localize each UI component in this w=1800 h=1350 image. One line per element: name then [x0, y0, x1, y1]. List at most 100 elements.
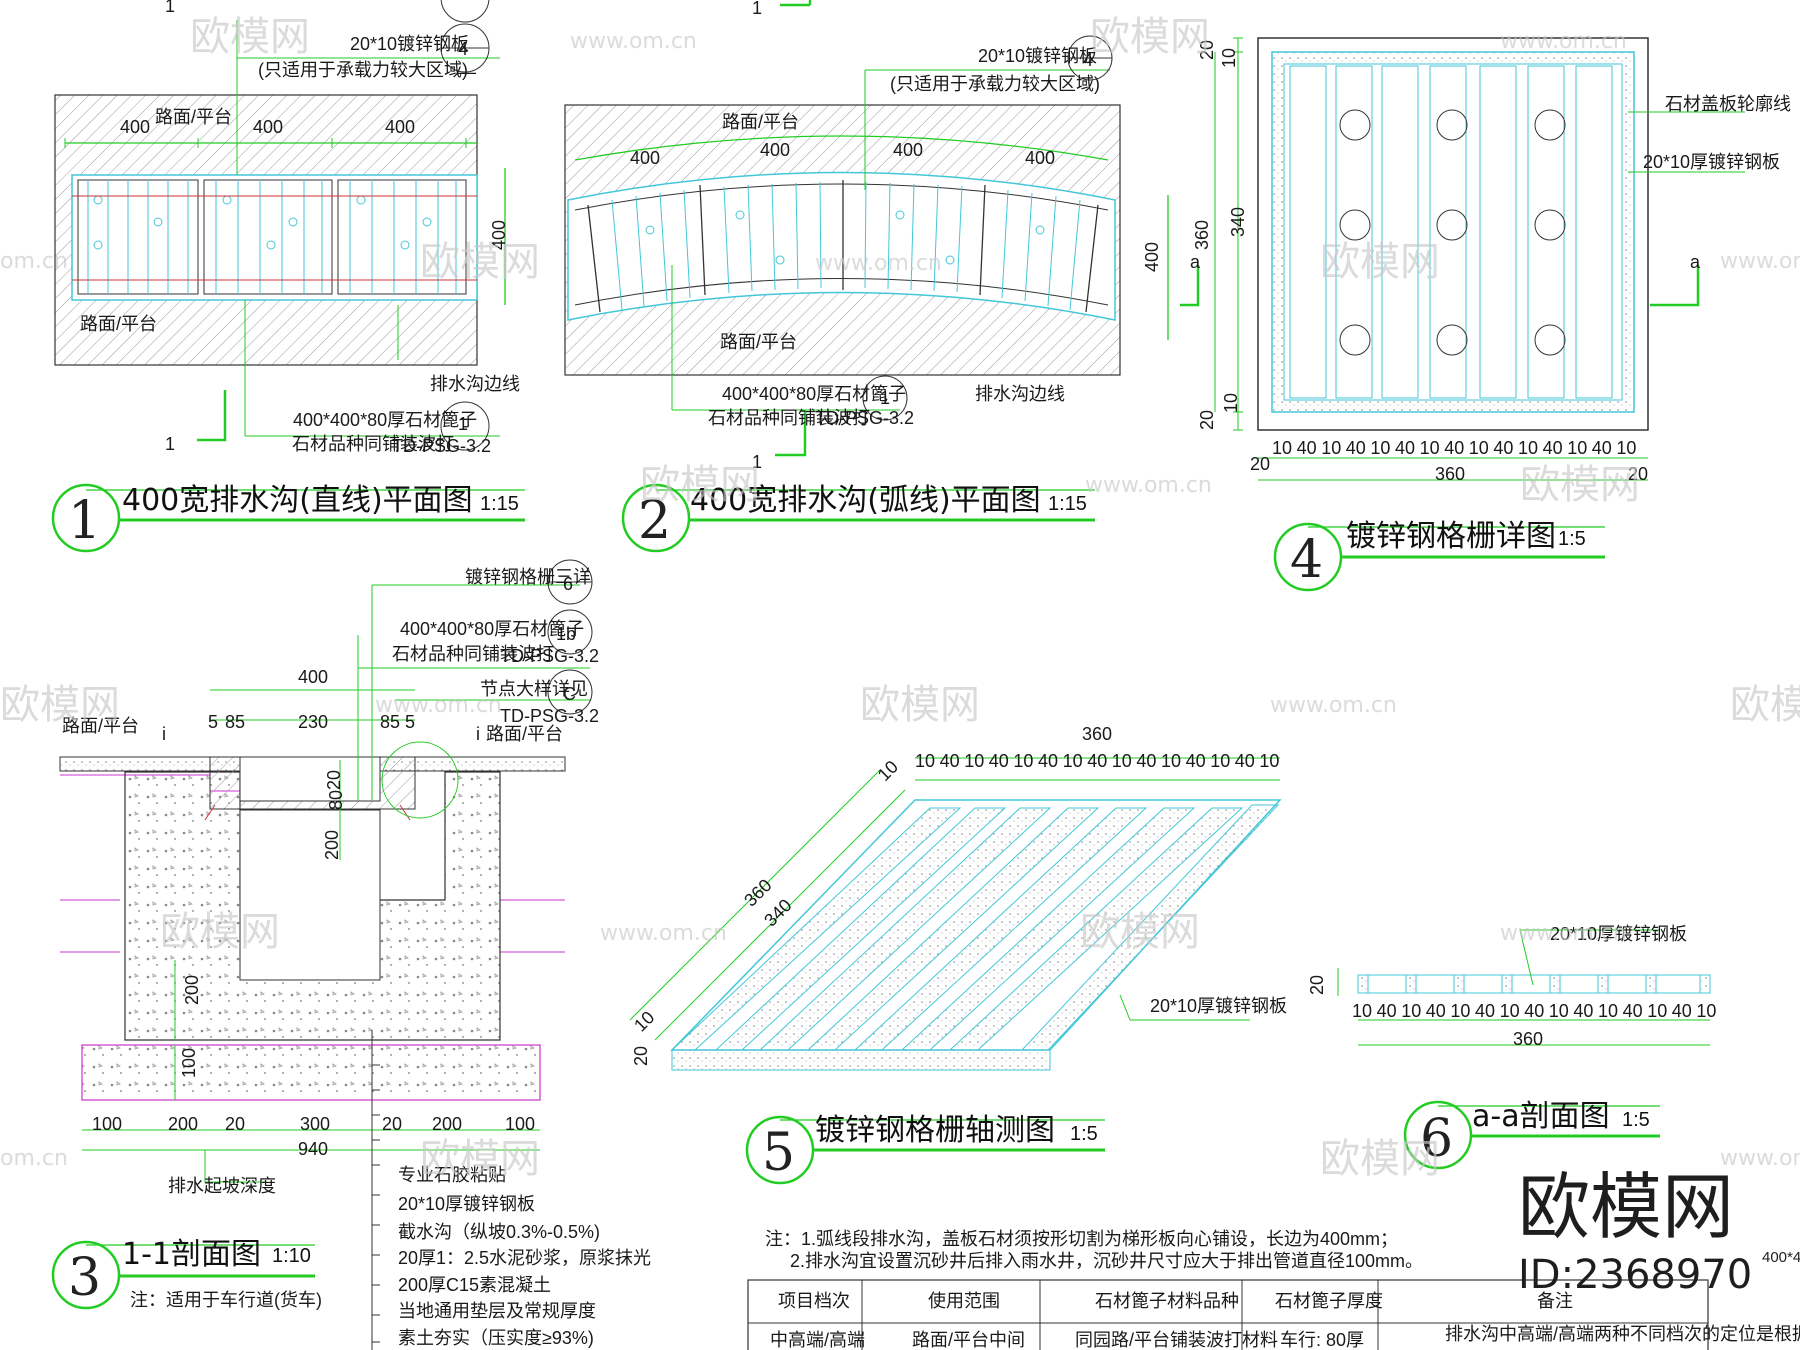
svg-text:20厚1：2.5水泥砂浆，原浆抹光: 20厚1：2.5水泥砂浆，原浆抹光	[398, 1248, 651, 1268]
svg-text:—: —	[458, 62, 476, 82]
svg-text:欧模网: 欧模网	[1518, 1165, 1734, 1249]
svg-text:www.om.cn: www.om.cn	[1720, 1146, 1800, 1171]
detail4-dim-3: 40	[1346, 438, 1366, 458]
detail4-dim-0: 10	[1272, 438, 1292, 458]
svg-text:2: 2	[638, 491, 671, 551]
svg-text:85: 85	[225, 712, 245, 732]
axon5-dim-6: 10	[1063, 751, 1083, 771]
axon5-dim-7: 40	[1087, 751, 1107, 771]
svg-text:20: 20	[1197, 40, 1217, 60]
svg-text:4: 4	[1083, 50, 1093, 70]
svg-text:当地通用垫层及常规厚度: 当地通用垫层及常规厚度	[398, 1301, 596, 1321]
watermarks: 欧模网 www.om.cn 欧模网 www.om.cn om.cn 欧模网 ww…	[0, 14, 1800, 1182]
svg-text:www.om.cn: www.om.cn	[375, 693, 502, 718]
svg-text:路面/平台: 路面/平台	[80, 314, 157, 334]
svg-text:360: 360	[1082, 724, 1112, 744]
svg-text:20*10厚镀锌钢板: 20*10厚镀锌钢板	[1550, 924, 1687, 944]
svg-text:欧模网: 欧模网	[1080, 909, 1200, 955]
svg-text:备注: 备注	[1537, 1291, 1573, 1311]
svg-text:10: 10	[1221, 393, 1241, 413]
svg-text:www.om.cn: www.om.cn	[1500, 29, 1627, 54]
svg-text:20*10厚镀锌钢板: 20*10厚镀锌钢板	[1643, 152, 1780, 172]
svg-text:石材篦子材料品种: 石材篦子材料品种	[1095, 1291, 1239, 1311]
svg-text:6: 6	[1420, 1109, 1453, 1169]
svg-text:排水起坡深度: 排水起坡深度	[168, 1176, 276, 1196]
sect6-dim-5: 40	[1475, 1001, 1495, 1021]
detail4-dim-4: 10	[1370, 438, 1390, 458]
svg-text:路面/平台: 路面/平台	[62, 716, 139, 736]
svg-text:C: C	[563, 684, 576, 704]
detail4-texts: 石材盖板轮廓线 20*10厚镀锌钢板 20 360 20 360 340 20 …	[1190, 40, 1791, 484]
svg-text:专业石胶粘贴: 专业石胶粘贴	[398, 1165, 506, 1185]
axon5-dim-8: 10	[1112, 751, 1132, 771]
detail4-dim-10: 10	[1518, 438, 1538, 458]
svg-text:360: 360	[1192, 220, 1212, 250]
svg-text:1:5: 1:5	[1558, 528, 1586, 550]
plan1-texts: 20*10镀锌钢板 (只适用于承载力较大区域) 400 400 400 路面/平…	[80, 0, 520, 456]
svg-text:项目档次: 项目档次	[778, 1291, 850, 1311]
axon5-dim-9: 40	[1136, 751, 1156, 771]
plan1-covers	[72, 179, 477, 295]
svg-text:TD-PSG-3.2: TD-PSG-3.2	[500, 646, 599, 666]
svg-text:20: 20	[1197, 410, 1217, 430]
svg-text:1:15: 1:15	[480, 493, 519, 515]
svg-text:1: 1	[752, 452, 762, 472]
svg-text:www.om.cn: www.om.cn	[1500, 921, 1627, 946]
plan2-drawing	[564, 0, 1169, 457]
svg-text:400*4: 400*4	[1762, 1249, 1800, 1266]
svg-text:3: 3	[68, 1248, 101, 1308]
svg-text:排水沟边线: 排水沟边线	[975, 384, 1065, 404]
svg-text:路面/平台: 路面/平台	[486, 724, 563, 744]
svg-text:20: 20	[1307, 975, 1327, 995]
svg-text:1: 1	[165, 0, 175, 16]
svg-text:200: 200	[322, 830, 342, 860]
svg-text:20: 20	[1250, 454, 1270, 474]
svg-text:4: 4	[1290, 530, 1323, 590]
axon5-dim-0: 10	[915, 751, 935, 771]
sect6-dim-6: 10	[1500, 1001, 1520, 1021]
axon5-dim-14: 10	[1259, 751, 1279, 771]
svg-text:欧模网: 欧模网	[160, 909, 280, 955]
sect6-drawing	[1337, 929, 1711, 1046]
svg-text:TD-PSG-3.2: TD-PSG-3.2	[500, 706, 599, 726]
svg-text:om.cn: om.cn	[0, 249, 68, 274]
section3-texts: 镀锌钢格栅三详 6 400*400*80厚石材篦子 1b 石材品种同铺装波打 T…	[62, 567, 651, 1348]
svg-text:400*400*80厚石材篦子: 400*400*80厚石材篦子	[722, 384, 906, 404]
svg-text:200厚C15素混凝土: 200厚C15素混凝土	[398, 1275, 551, 1295]
axon5-dim-12: 10	[1210, 751, 1230, 771]
svg-text:20*10镀锌钢板: 20*10镀锌钢板	[350, 34, 469, 54]
svg-text:20: 20	[225, 1114, 245, 1134]
svg-text:路面/平台: 路面/平台	[155, 107, 232, 127]
svg-text:欧模网: 欧模网	[420, 1136, 540, 1182]
axon5-dim-13: 40	[1235, 751, 1255, 771]
sect6-dim-7: 40	[1524, 1001, 1544, 1021]
sect6-dim-10: 10	[1598, 1001, 1618, 1021]
svg-text:100: 100	[92, 1114, 122, 1134]
svg-text:360: 360	[1435, 464, 1465, 484]
detail4-dim-8: 10	[1469, 438, 1489, 458]
svg-text:中高端/高端: 中高端/高端	[770, 1330, 865, 1350]
svg-text:200: 200	[182, 975, 202, 1005]
axon5-dim-11: 40	[1186, 751, 1206, 771]
sect6-dim-12: 10	[1647, 1001, 1667, 1021]
svg-text:欧模网: 欧模网	[1090, 14, 1210, 60]
svg-text:20*10厚镀锌钢板: 20*10厚镀锌钢板	[1150, 996, 1287, 1016]
svg-text:10: 10	[874, 757, 902, 785]
svg-text:(只适用于承载力较大区域): (只适用于承载力较大区域)	[890, 74, 1100, 94]
svg-text:1-1剖面图: 1-1剖面图	[122, 1237, 261, 1272]
svg-text:同园路/平台铺装波打材料: 同园路/平台铺装波打材料	[1075, 1330, 1278, 1350]
svg-text:400: 400	[1142, 242, 1162, 272]
svg-text:940: 940	[298, 1139, 328, 1159]
svg-text:www.om.cn: www.om.cn	[600, 921, 727, 946]
svg-text:路面/平台中间: 路面/平台中间	[912, 1330, 1025, 1350]
svg-text:400: 400	[893, 140, 923, 160]
svg-text:1:15: 1:15	[1048, 493, 1087, 515]
svg-text:400: 400	[253, 117, 283, 137]
detail4-dim-12: 10	[1567, 438, 1587, 458]
sect6-dim-2: 10	[1401, 1001, 1421, 1021]
detail4-dim-14: 10	[1616, 438, 1636, 458]
svg-text:石材盖板轮廓线: 石材盖板轮廓线	[1665, 94, 1791, 114]
svg-text:400宽排水沟(弧线)平面图: 400宽排水沟(弧线)平面图	[690, 483, 1041, 518]
